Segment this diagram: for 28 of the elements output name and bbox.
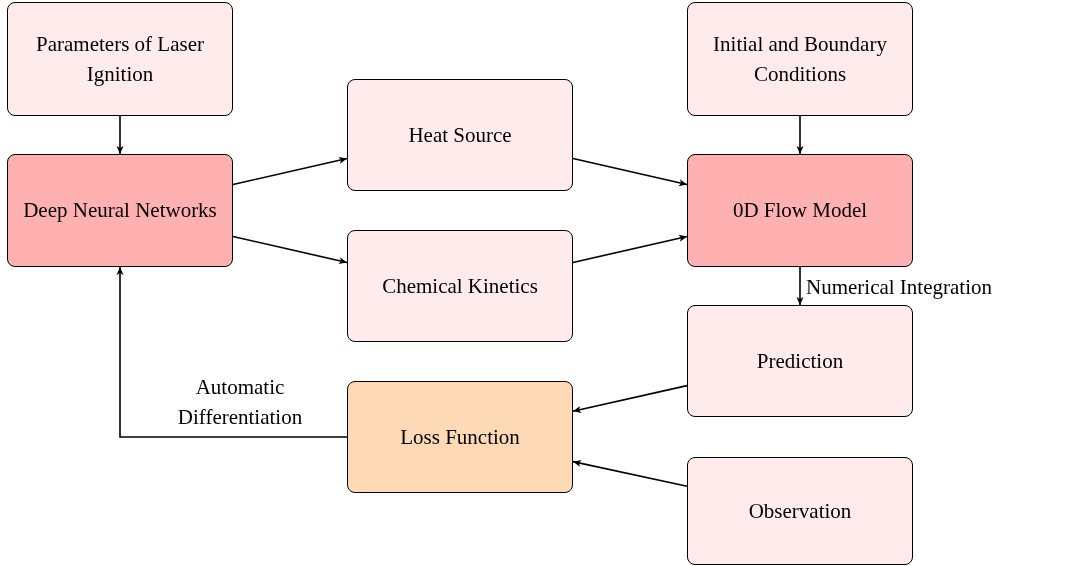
- process-box: [347, 230, 573, 342]
- box-text: 0D Flow Model: [732, 197, 868, 225]
- box-text: Heat Source: [408, 121, 512, 149]
- process-box: [7, 2, 233, 116]
- arrow: [572, 459, 688, 487]
- box-text: Deep Neural Networks: [23, 197, 217, 225]
- box-text: Parameters of Laser Ignition: [35, 30, 205, 88]
- box-text: Loss Function: [400, 423, 520, 451]
- arrow: [232, 235, 348, 265]
- arrow: [572, 384, 688, 413]
- box-text: Prediction: [756, 347, 844, 375]
- arrow: [796, 266, 804, 306]
- process-box: [347, 79, 573, 191]
- process-box: [347, 381, 573, 493]
- arrow: [796, 115, 804, 155]
- arrow: [116, 115, 124, 155]
- arrow: [572, 157, 688, 187]
- process-box: [687, 457, 913, 565]
- arrow: [116, 266, 348, 438]
- box-text: Observation: [748, 497, 852, 525]
- arrow: [572, 234, 688, 264]
- process-box: [687, 305, 913, 417]
- box-text: Chemical Kinetics: [382, 272, 538, 300]
- process-box: [7, 154, 233, 267]
- process-box: [687, 154, 913, 267]
- process-box: [687, 2, 913, 116]
- arrow: [232, 156, 348, 186]
- box-text: Initial and Boundary Conditions: [712, 30, 888, 88]
